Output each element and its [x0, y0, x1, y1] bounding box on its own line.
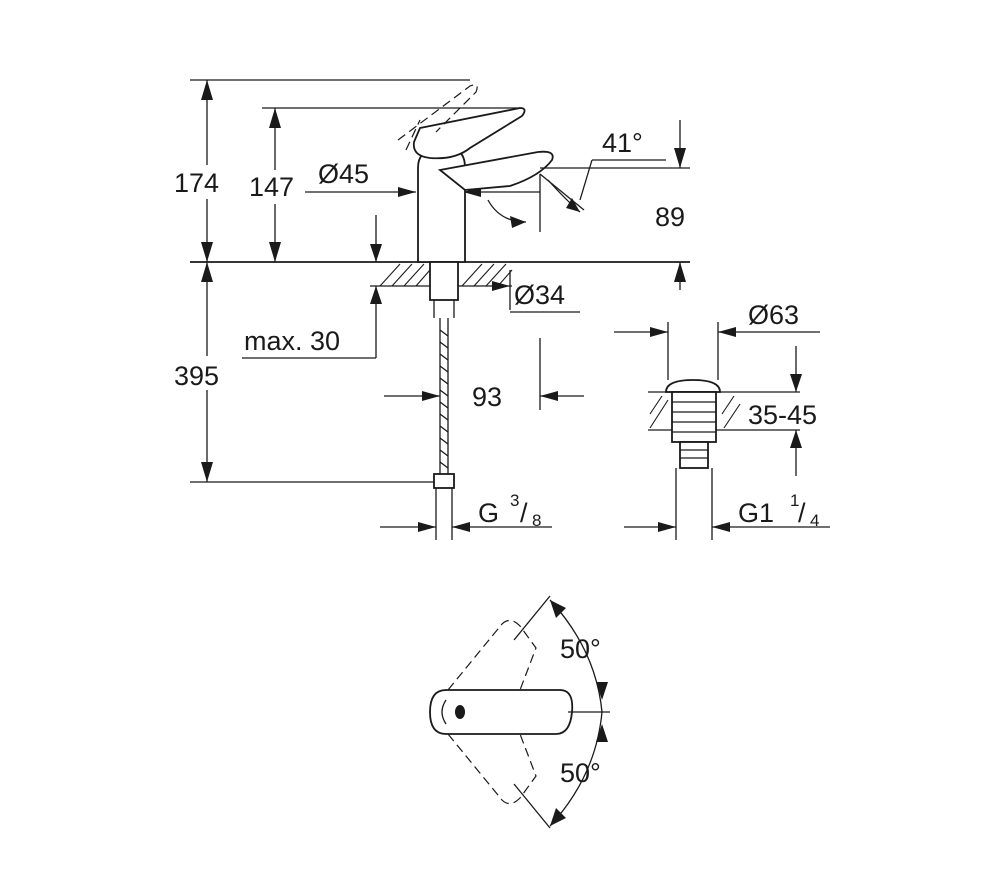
rotation-upper-label: 50° — [560, 634, 601, 664]
dim-diameter-34-label: Ø34 — [514, 280, 565, 310]
dim-thread-1-1-4-den: 4 — [810, 511, 819, 530]
dim-angle-41 — [579, 159, 666, 201]
dim-thread-1-1-4-main: G1 — [738, 498, 774, 528]
fraction-slash: / — [520, 498, 528, 528]
dim-thread-3-8-num: 3 — [510, 491, 519, 510]
faucet-top-view — [429, 595, 610, 829]
dim-147 — [246, 107, 520, 262]
dim-35-45-label: 35-45 — [748, 400, 817, 430]
dim-diameter-45-label: Ø45 — [318, 159, 369, 189]
dim-thread-3-8-main: G — [478, 498, 499, 528]
dim-147-label: 147 — [249, 172, 294, 202]
dim-max-30 — [240, 215, 382, 359]
supply-hose — [433, 318, 455, 540]
dim-max-30-label: max. 30 — [244, 326, 340, 356]
dim-diameter-45 — [305, 187, 540, 197]
dim-diameter-34 — [492, 270, 580, 313]
dim-174-label: 174 — [174, 168, 219, 198]
dim-395-label: 395 — [174, 361, 219, 391]
counter-section — [370, 261, 513, 318]
rotation-lower-label: 50° — [560, 758, 601, 788]
dim-89-label: 89 — [655, 202, 685, 232]
dim-395 — [170, 262, 440, 483]
waste-valve — [614, 322, 830, 540]
dim-93 — [384, 338, 584, 410]
dim-thread-3-8 — [380, 522, 552, 532]
dim-174 — [170, 79, 470, 262]
fraction-slash-2: / — [798, 498, 806, 528]
dim-89 — [540, 120, 690, 290]
dim-diameter-63-label: Ø63 — [748, 300, 799, 330]
faucet-side-view — [397, 84, 585, 263]
dim-angle-41-label: 41° — [602, 128, 643, 158]
dim-93-label: 93 — [472, 382, 502, 412]
dim-thread-1-1-4-num: 1 — [790, 491, 799, 510]
dim-thread-3-8-den: 8 — [532, 511, 541, 530]
